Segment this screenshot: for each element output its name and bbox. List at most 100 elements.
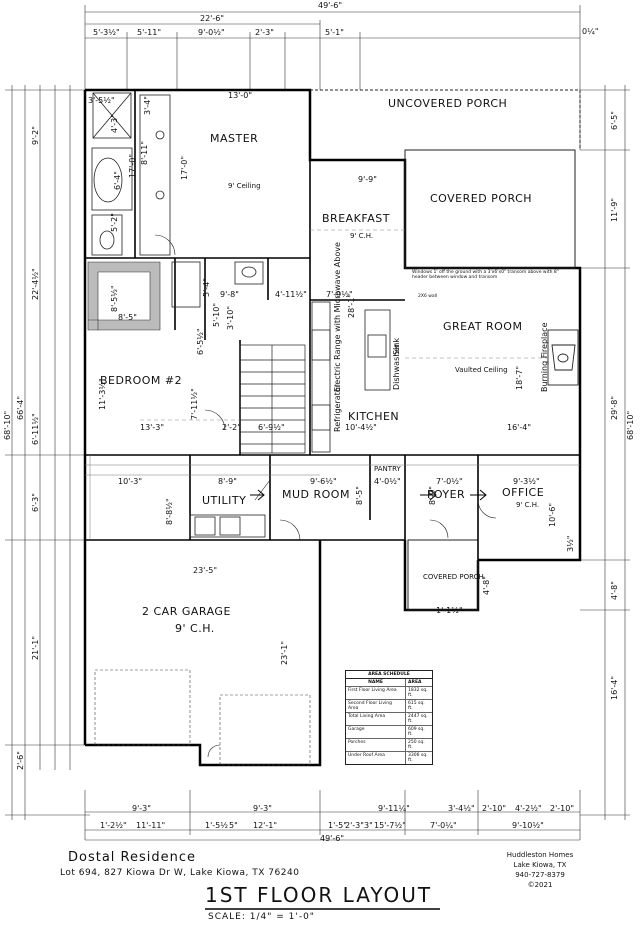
garage-doors [94, 669, 311, 766]
ceiling-break-lines [140, 229, 548, 421]
foyer-label: FOYER [427, 488, 466, 501]
bottom-dim: 9'-11¼" [378, 804, 410, 813]
area-value-cell: 1832 sq. ft. [408, 688, 428, 698]
bottom-dim: 3'-4½" [448, 804, 475, 813]
mud-room-width-dim: 8'-9" [218, 477, 237, 486]
mud-room-label: MUD ROOM [282, 488, 350, 501]
utility-fixtures [189, 514, 266, 538]
bottom-dim: 9'-10½" [512, 821, 544, 830]
office-width-dim: 9'-3½" [513, 477, 540, 486]
office-corner-dim: 3½" [566, 535, 575, 552]
garage-label: 2 CAR GARAGE [142, 605, 231, 618]
builder-copyright: ©2021 [527, 881, 553, 889]
left-mid-dim: 6'-3" [31, 493, 40, 512]
kitchen-width-dim: 10'-4½" [345, 423, 377, 432]
closet-dim: 8'-5½" [110, 285, 119, 312]
bedroom-2-label: BEDROOM #2 [100, 374, 183, 387]
great-room-label: GREAT ROOM [443, 320, 523, 333]
bottom-overall-dim: 49'-6" [320, 834, 345, 843]
right-second-dim: 29'-8" [610, 395, 619, 420]
residence-address: Lot 694, 827 Kiowa Dr W, Lake Kiowa, TX … [60, 868, 300, 878]
master-height-dim: 17'-0" [180, 155, 189, 180]
bottom-dim: 5" [229, 821, 238, 830]
left-fourth-dim: 6'-11½" [31, 413, 40, 445]
top-corner-dim: 0¼" [582, 27, 599, 36]
kitchen-cabinets [311, 301, 391, 453]
closet-dim: 3'-10" [226, 305, 235, 330]
kitchen-label: KITCHEN [348, 410, 400, 423]
bath-dim: 4'-3" [110, 114, 119, 133]
hall-dim: 6'-9½" [258, 423, 285, 432]
porch-outlines [310, 89, 581, 611]
area-schedule-table: AREA SCHEDULE NAME AREA First Floor Livi… [345, 670, 433, 765]
bath-dim: 3'-5½" [88, 96, 115, 105]
right-outer-dim: 68'-10" [626, 410, 635, 440]
area-value-cell: 250 sq. ft. [408, 740, 425, 750]
right-seg-dim: 4'-8" [610, 581, 619, 600]
top-overall-dim: 49'-6" [318, 1, 343, 10]
title-underline [205, 908, 440, 910]
builder-city: Lake Kiowa, TX [513, 861, 567, 869]
fridge-note: Refrigerator [333, 384, 342, 432]
bath-dim: 6'-4" [113, 171, 122, 190]
bottom-dim: 1'-5½ [205, 821, 229, 830]
master-ceiling-label: 9' Ceiling [228, 182, 261, 190]
area-schedule-title: AREA SCHEDULE [346, 671, 432, 679]
foyer-width-dim: 7'-0½" [436, 477, 463, 486]
area-header-area: AREA [408, 680, 422, 685]
breakfast-ceiling-label: 9' C.H. [350, 232, 374, 240]
closet-hatch [87, 261, 161, 331]
garage-height-dim: 23'-1" [280, 640, 289, 665]
wall-note: 2X6 wall [418, 294, 438, 299]
left-sixth-dim: 2'-6" [16, 751, 25, 770]
area-name-cell: First Floor Living Area [346, 687, 406, 699]
utility-label: UTILITY [202, 494, 247, 507]
right-seg-dim: 16'-4" [610, 675, 619, 700]
great-height-dim: 18'-7" [515, 365, 524, 390]
bottom-dim: 3" [364, 821, 373, 830]
great-width-dim: 16'-4" [507, 423, 532, 432]
dishwasher-note: Dishwasher [392, 343, 401, 390]
area-name-cell: Garage [346, 726, 406, 738]
bottom-dimension-lines [84, 790, 581, 841]
bottom-dim: 15'-7½" [374, 821, 406, 830]
utility-height-dim: 8'-8½" [165, 498, 174, 525]
closet-dim: 9'-8" [220, 290, 239, 299]
bath-fixtures [91, 92, 264, 308]
window-note: Windows 1' off the ground with a 3'x6'x0… [412, 270, 559, 280]
hall-dim: 2'-2" [222, 423, 241, 432]
bedroom-2-height-dim: 11'-3½" [98, 378, 107, 410]
bottom-dim: 2'-10" [482, 804, 507, 813]
bottom-dim: 1'-2½" [100, 821, 127, 830]
area-value-cell: 3306 sq. ft. [408, 753, 428, 763]
closet-dim: 7'-9½" [326, 290, 353, 299]
front-covered-porch-label: COVERED PORCH [423, 573, 484, 581]
area-name-cell: Total Living Area [346, 713, 406, 725]
top-dimension-lines [84, 5, 581, 150]
area-value-cell: 615 sq. ft. [408, 701, 425, 711]
top-seg-dim: 5'-3½" [93, 28, 120, 37]
bottom-dim: 4'-2½" [515, 804, 542, 813]
scale-label: SCALE: 1/4" = 1'-0" [208, 912, 315, 922]
utility-width-dim: 10'-3" [118, 477, 143, 486]
interior-walls [85, 90, 580, 560]
bath-dim: 5'-2" [110, 213, 119, 232]
entry-arrows [250, 489, 487, 501]
left-top-dim: 9'-2" [31, 126, 40, 145]
bottom-dim: 9'-3" [132, 804, 151, 813]
page-title: 1ST FLOOR LAYOUT [205, 883, 433, 907]
top-left-dim: 22'-6" [200, 14, 225, 23]
right-seg-dim: 11'-9" [610, 197, 619, 222]
porch-width-dim: 1'-1½" [436, 606, 463, 615]
bottom-dim: 11'-11" [136, 821, 166, 830]
top-seg-dim: 5'-11" [137, 28, 162, 37]
breakfast-width-dim: 9'-9" [358, 175, 377, 184]
area-name-cell: Under Roof Area [346, 752, 406, 764]
area-name-cell: Porches [346, 739, 406, 751]
bath-dim: 3'-4" [143, 96, 152, 115]
